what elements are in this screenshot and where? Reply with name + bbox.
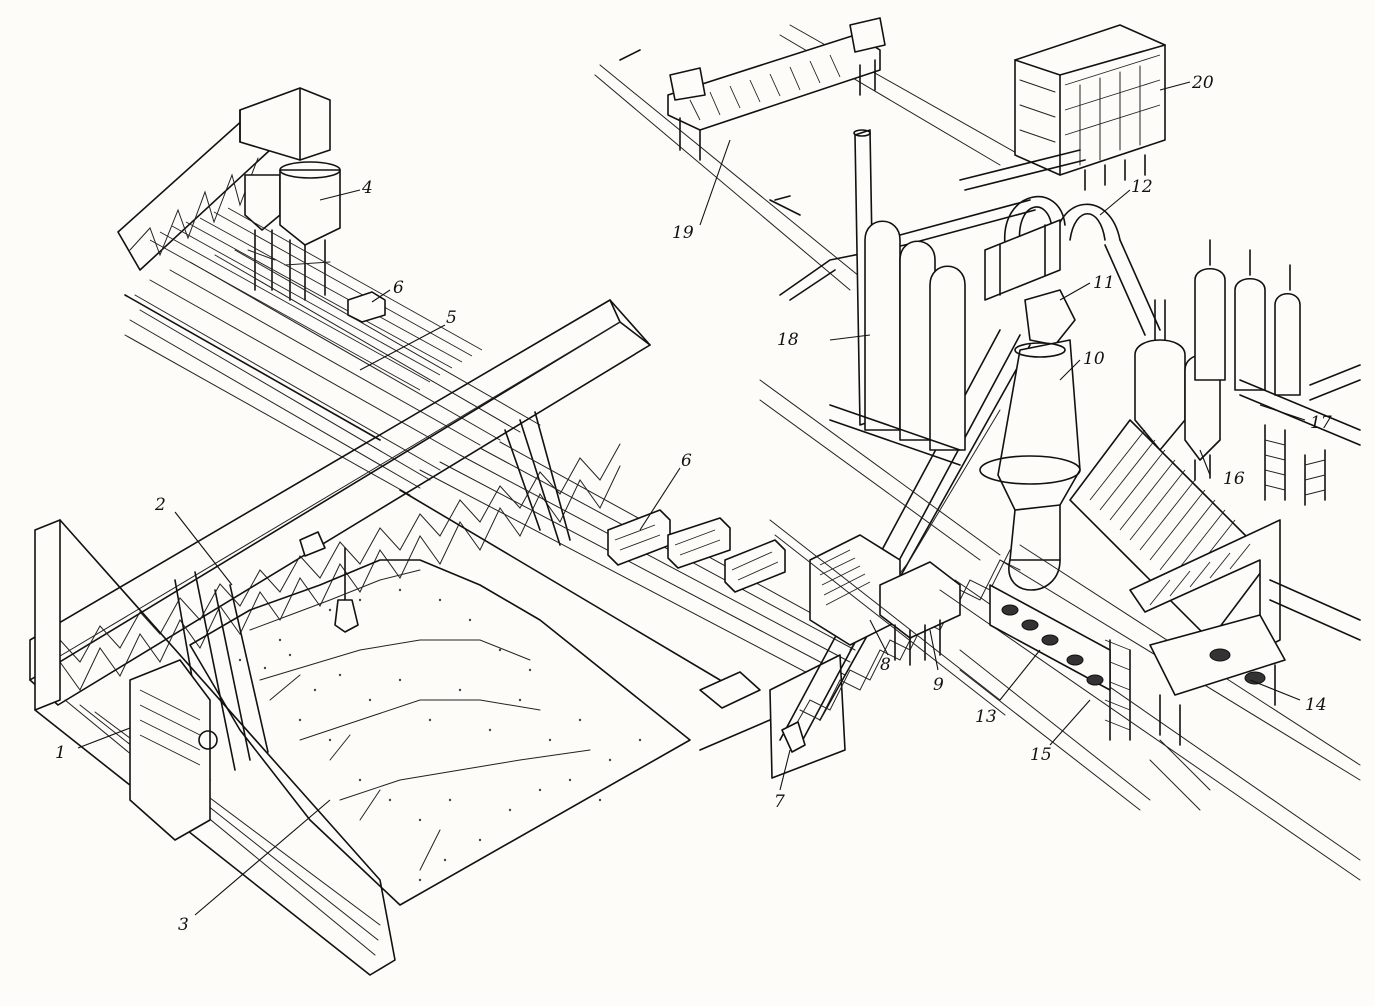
stockyard-ground-hatch <box>149 207 483 391</box>
silo-conveyor-group <box>117 87 341 301</box>
ore-stockpile <box>189 559 691 906</box>
stockpile-rails <box>124 249 541 496</box>
callout-2: 2 <box>154 495 166 515</box>
callout-1: 1 <box>55 743 66 763</box>
callout-14: 14 <box>1305 695 1327 715</box>
callout-labels: 1 2 3 4 5 6 6 7 8 9 10 11 12 13 14 15 16… <box>55 73 1332 935</box>
cast-house <box>1069 419 1281 741</box>
callout-13: 13 <box>975 707 997 727</box>
callout-16: 16 <box>1223 469 1245 489</box>
sinter-building <box>1014 24 1166 191</box>
ground-hopper-wall <box>34 519 396 976</box>
skip-hoist-incline <box>699 329 1031 779</box>
callout-19: 19 <box>672 223 694 243</box>
callout-18: 18 <box>777 330 799 350</box>
callout-15: 15 <box>1030 745 1052 765</box>
callout-3: 3 <box>178 915 189 935</box>
stoves-and-chimney <box>829 129 966 466</box>
callout-12: 12 <box>1131 177 1153 197</box>
callout-20: 20 <box>1191 73 1214 93</box>
callout-4: 4 <box>361 178 373 198</box>
callout-8: 8 <box>880 655 891 675</box>
conveyor-gallery-19 <box>667 17 886 216</box>
callout-6-top: 6 <box>393 278 404 298</box>
top-rail-corridor <box>594 24 1021 291</box>
callout-7: 7 <box>774 792 785 812</box>
callout-5: 5 <box>446 308 457 328</box>
leader-lines <box>77 81 1306 916</box>
blast-furnace <box>979 219 1081 591</box>
gas-pipelines <box>779 149 1161 336</box>
ground-right <box>759 379 1361 811</box>
callout-11: 11 <box>1093 273 1115 293</box>
gantry-crane <box>29 299 651 781</box>
bunker-station <box>809 534 961 666</box>
callout-6-middle: 6 <box>681 451 692 471</box>
callout-10: 10 <box>1083 349 1105 369</box>
dust-catchers <box>1134 239 1361 506</box>
ladle-cars <box>939 544 1361 881</box>
callout-17: 17 <box>1310 413 1332 433</box>
callout-9: 9 <box>933 675 944 695</box>
